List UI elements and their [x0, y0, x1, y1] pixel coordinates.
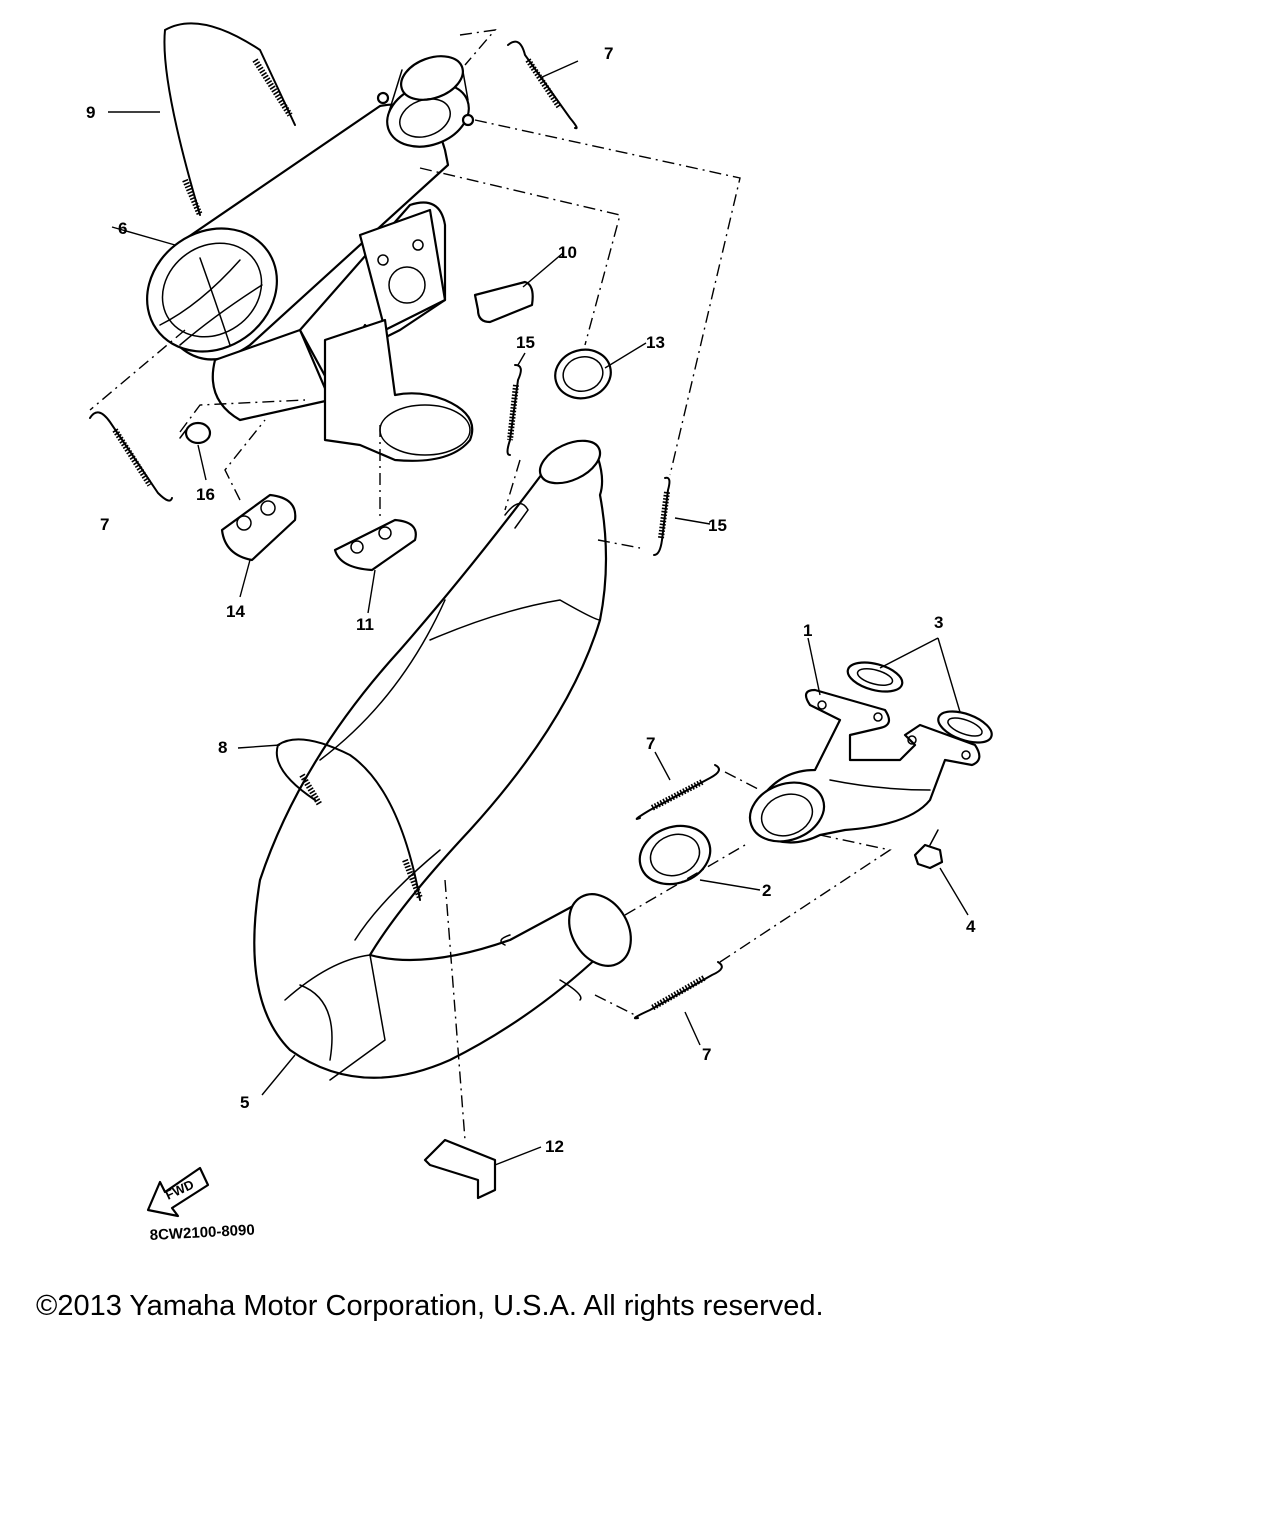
gasket-2: [638, 824, 712, 886]
callout-1: 1: [803, 621, 812, 640]
callout-7-left: 7: [100, 515, 109, 534]
spring-middle: [506, 364, 522, 456]
exhaust-parts-diagram: 1 2 3 4 5 6 7 7 7 7 8 9 10 11 12 13 14 1…: [86, 22, 993, 1244]
bolt-4: [913, 829, 944, 870]
damper-14: [220, 493, 297, 562]
callout-9: 9: [86, 103, 95, 122]
silencer: [146, 103, 474, 462]
callout-15-right: 15: [708, 516, 727, 535]
spring-center: [635, 764, 720, 820]
spring-left: [89, 411, 173, 502]
assembly-lines: [89, 29, 892, 1141]
copyright-notice: ©2013 Yamaha Motor Corporation, U.S.A. A…: [36, 1290, 824, 1322]
gaskets-3: [846, 661, 993, 744]
callout-13: 13: [646, 333, 665, 352]
leader-lines: [108, 60, 969, 1166]
callout-7-center: 7: [646, 734, 655, 753]
callout-5: 5: [240, 1093, 249, 1112]
spring-top: [507, 40, 578, 130]
spring-right: [653, 476, 671, 556]
hanger-strap: [163, 22, 296, 216]
callout-11: 11: [356, 615, 374, 634]
callout-7-top: 7: [604, 44, 613, 63]
bolt-16: [179, 421, 212, 445]
callout-10: 10: [558, 243, 577, 262]
gasket-13: [554, 348, 612, 400]
callout-14: 14: [226, 602, 245, 621]
callout-6: 6: [118, 219, 127, 238]
callout-numbers: 1 2 3 4 5 6 7 7 7 7 8 9 10 11 12 13 14 1…: [86, 44, 976, 1156]
spring-lower: [634, 961, 723, 1020]
forward-arrow-icon: FWD: [146, 1166, 210, 1218]
callout-2: 2: [762, 881, 771, 900]
damper-12: [423, 1138, 497, 1200]
callout-4: 4: [966, 917, 976, 936]
callout-7-lower: 7: [702, 1045, 711, 1064]
silencer-joint: [376, 55, 475, 148]
callout-16: 16: [196, 485, 215, 504]
damper-11: [333, 518, 417, 572]
callout-12: 12: [545, 1137, 564, 1156]
callout-3: 3: [934, 613, 943, 632]
manifold: [748, 688, 981, 844]
drawing-code: 8CW2100-8090: [149, 1222, 255, 1244]
callout-8: 8: [218, 738, 227, 757]
callout-15-middle: 15: [516, 333, 535, 352]
damper: [473, 280, 534, 324]
exhaust-pipe: [253, 439, 632, 1081]
hanger-8: [275, 738, 421, 901]
